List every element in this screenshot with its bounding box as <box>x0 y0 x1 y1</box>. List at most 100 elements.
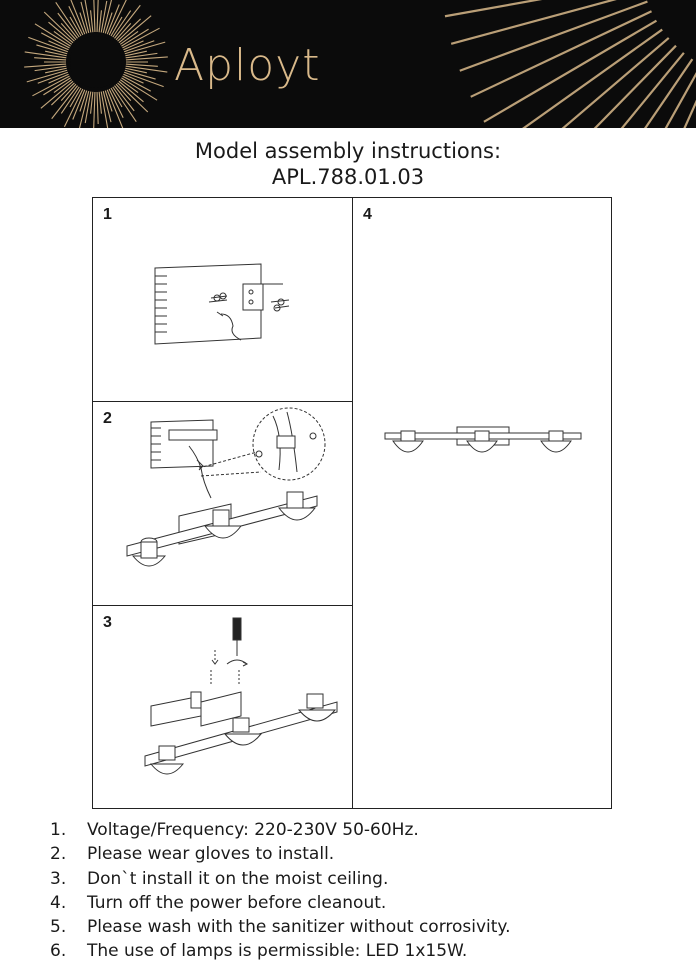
sun-ray <box>43 11 75 42</box>
sun-ray <box>60 22 77 41</box>
sun-ray <box>124 40 155 53</box>
sun-ray <box>34 57 67 61</box>
sun-ray <box>124 41 166 55</box>
wall-bracket-mounting-illustration <box>154 263 290 345</box>
sun-ray <box>63 88 84 127</box>
sun-ray <box>108 88 124 118</box>
list-item: 2.Please wear gloves to install. <box>50 844 335 865</box>
sun-ray <box>119 30 139 45</box>
sun-ray <box>125 63 158 67</box>
step-1-panel: 1 <box>93 198 352 401</box>
sun-ray <box>100 91 109 128</box>
sun-ray <box>79 12 88 34</box>
sun-ray <box>102 90 112 123</box>
sun-ray <box>110 87 123 108</box>
sun-ray <box>593 44 677 128</box>
sun-ray <box>57 12 78 39</box>
sun-ray <box>28 36 68 53</box>
sun-ray <box>123 40 144 51</box>
sun-ray <box>117 18 141 42</box>
sun-ray <box>444 0 543 18</box>
sun-ray <box>53 30 73 45</box>
title-model-code: APL.788.01.03 <box>271 165 425 189</box>
sun-ray <box>60 83 77 102</box>
sun-ray <box>34 65 67 72</box>
sun-ray <box>93 0 96 33</box>
sun-ray <box>108 0 127 36</box>
step-number: 2 <box>103 410 112 427</box>
sun-ray <box>561 37 670 128</box>
sun-ray <box>104 90 113 112</box>
assembly-diagram-grid: 1 2 <box>92 197 612 809</box>
sun-ray <box>121 28 149 47</box>
sun-ray <box>55 2 80 38</box>
sun-ray <box>104 12 113 34</box>
sun-ray <box>68 6 84 36</box>
assembled-fixture-illustration <box>384 426 582 453</box>
sun-ray <box>90 91 94 114</box>
sun-ray <box>459 0 648 72</box>
sun-ray <box>37 71 68 84</box>
sun-ray <box>24 63 67 68</box>
sun-ray <box>125 52 158 59</box>
sun-ray <box>124 71 164 88</box>
sun-ray <box>644 58 694 128</box>
list-item: 6.The use of lamps is permissible: LED 1… <box>50 941 468 962</box>
wiring-connection-illustration <box>126 407 326 567</box>
sun-ray <box>100 0 108 33</box>
sun-ray <box>102 0 113 34</box>
sun-ray <box>121 77 158 101</box>
sun-ray <box>43 77 71 96</box>
sun-ray <box>84 91 92 124</box>
sun-ray <box>125 65 168 73</box>
sun-ray <box>60 86 80 114</box>
sun-ray <box>32 75 70 97</box>
sun-ray <box>522 28 663 128</box>
sun-ray <box>664 72 696 128</box>
sun-ray <box>84 0 92 33</box>
sun-ray <box>115 22 132 41</box>
sun-ray <box>69 16 82 37</box>
sunburst-decoration <box>24 0 696 128</box>
step-number: 4 <box>363 206 372 223</box>
sun-ray <box>51 85 78 120</box>
sun-ray <box>45 67 67 74</box>
sun-ray <box>106 4 120 35</box>
sun-ray <box>78 90 90 128</box>
sun-ray <box>110 16 123 37</box>
sun-ray <box>118 80 144 103</box>
sun-ray <box>51 82 75 106</box>
sun-ray <box>24 51 67 59</box>
step-3-panel: 3 <box>93 606 352 808</box>
sun-ray <box>112 10 132 38</box>
sun-ray <box>119 79 139 94</box>
sun-ray <box>34 23 71 47</box>
sun-ray <box>114 85 135 112</box>
sun-ray <box>117 82 149 113</box>
sun-ray <box>70 0 86 35</box>
sun-ray <box>36 44 68 55</box>
sun-ray <box>93 91 96 128</box>
sun-ray <box>96 91 99 124</box>
sun-disc <box>70 36 122 88</box>
sun-ray <box>125 50 147 57</box>
sun-ray <box>122 75 152 92</box>
instructions-list: 1.Voltage/Frequency: 220-230V 50-60Hz. 2… <box>50 818 670 964</box>
sun-ray <box>112 86 137 122</box>
sun-ray <box>483 19 658 123</box>
step-number: 3 <box>103 614 112 631</box>
sun-ray <box>48 73 69 84</box>
sun-ray <box>40 32 70 49</box>
step-4-panel: 4 <box>353 198 611 808</box>
sun-ray <box>115 83 132 102</box>
sun-ray <box>53 79 73 94</box>
sun-ray <box>96 0 99 33</box>
sun-ray <box>26 69 68 83</box>
brand-banner: Aployt <box>0 0 696 128</box>
sun-ray <box>45 50 67 57</box>
list-item: 5.Please wash with the sanitizer without… <box>50 917 511 938</box>
sun-ray <box>114 4 141 39</box>
sun-ray <box>79 90 88 112</box>
sun-ray <box>72 89 86 120</box>
sun-ray <box>125 56 168 61</box>
